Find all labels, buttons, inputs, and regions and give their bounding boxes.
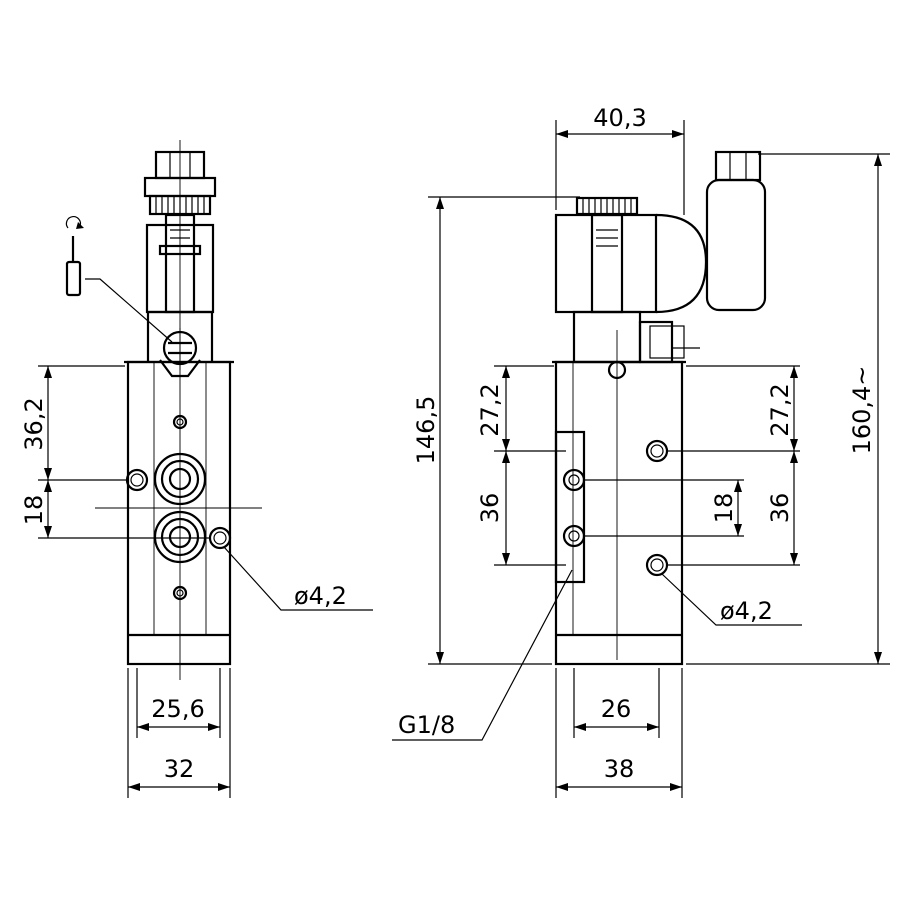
cable-gland bbox=[705, 178, 767, 312]
dim-label-18-right: 18 bbox=[710, 493, 738, 524]
right-knurled-knob-icon bbox=[575, 196, 639, 216]
right-mounting-hole-2 bbox=[645, 553, 669, 577]
dim-label-36-left: 36 bbox=[476, 493, 504, 524]
dim-label-40-3: 40,3 bbox=[593, 104, 646, 132]
connector-plug bbox=[638, 320, 674, 364]
dim-label-36-2: 36,2 bbox=[20, 397, 48, 450]
dim-label-146-5: 146,5 bbox=[412, 396, 440, 465]
dim-label-18-left: 18 bbox=[20, 495, 48, 526]
dim-label-27-2-left: 27,2 bbox=[476, 383, 504, 436]
left-mounting-hole-1 bbox=[125, 468, 149, 492]
right-valve-body bbox=[554, 360, 684, 666]
dim-label-160-4: 160,4~ bbox=[848, 366, 876, 455]
right-port-lower bbox=[562, 524, 586, 548]
screwdriver-icon bbox=[65, 216, 84, 297]
right-adapter-block bbox=[572, 310, 642, 364]
dim-label-hole-right: ø4,2 bbox=[720, 597, 773, 625]
dim-label-27-2-right: 27,2 bbox=[766, 383, 794, 436]
dim-label-25-6: 25,6 bbox=[151, 695, 204, 723]
dim-label-26: 26 bbox=[601, 695, 632, 723]
dim-label-38: 38 bbox=[604, 755, 635, 783]
dim-label-g1-8: G1/8 bbox=[398, 711, 455, 739]
left-view: 36,2 18 ø4,2 25,6 32 bbox=[20, 140, 373, 798]
right-mounting-hole-1 bbox=[645, 439, 669, 463]
right-port-upper bbox=[562, 468, 586, 492]
dim-label-hole-left: ø4,2 bbox=[294, 582, 347, 610]
right-view: 40,3 146,5 160,4~ 27,2 36 27,2 36 18 bbox=[392, 104, 890, 798]
right-port-block bbox=[554, 430, 586, 584]
dim-label-36-right: 36 bbox=[766, 493, 794, 524]
left-mounting-hole-2 bbox=[208, 526, 232, 550]
dim-label-32: 32 bbox=[164, 755, 195, 783]
